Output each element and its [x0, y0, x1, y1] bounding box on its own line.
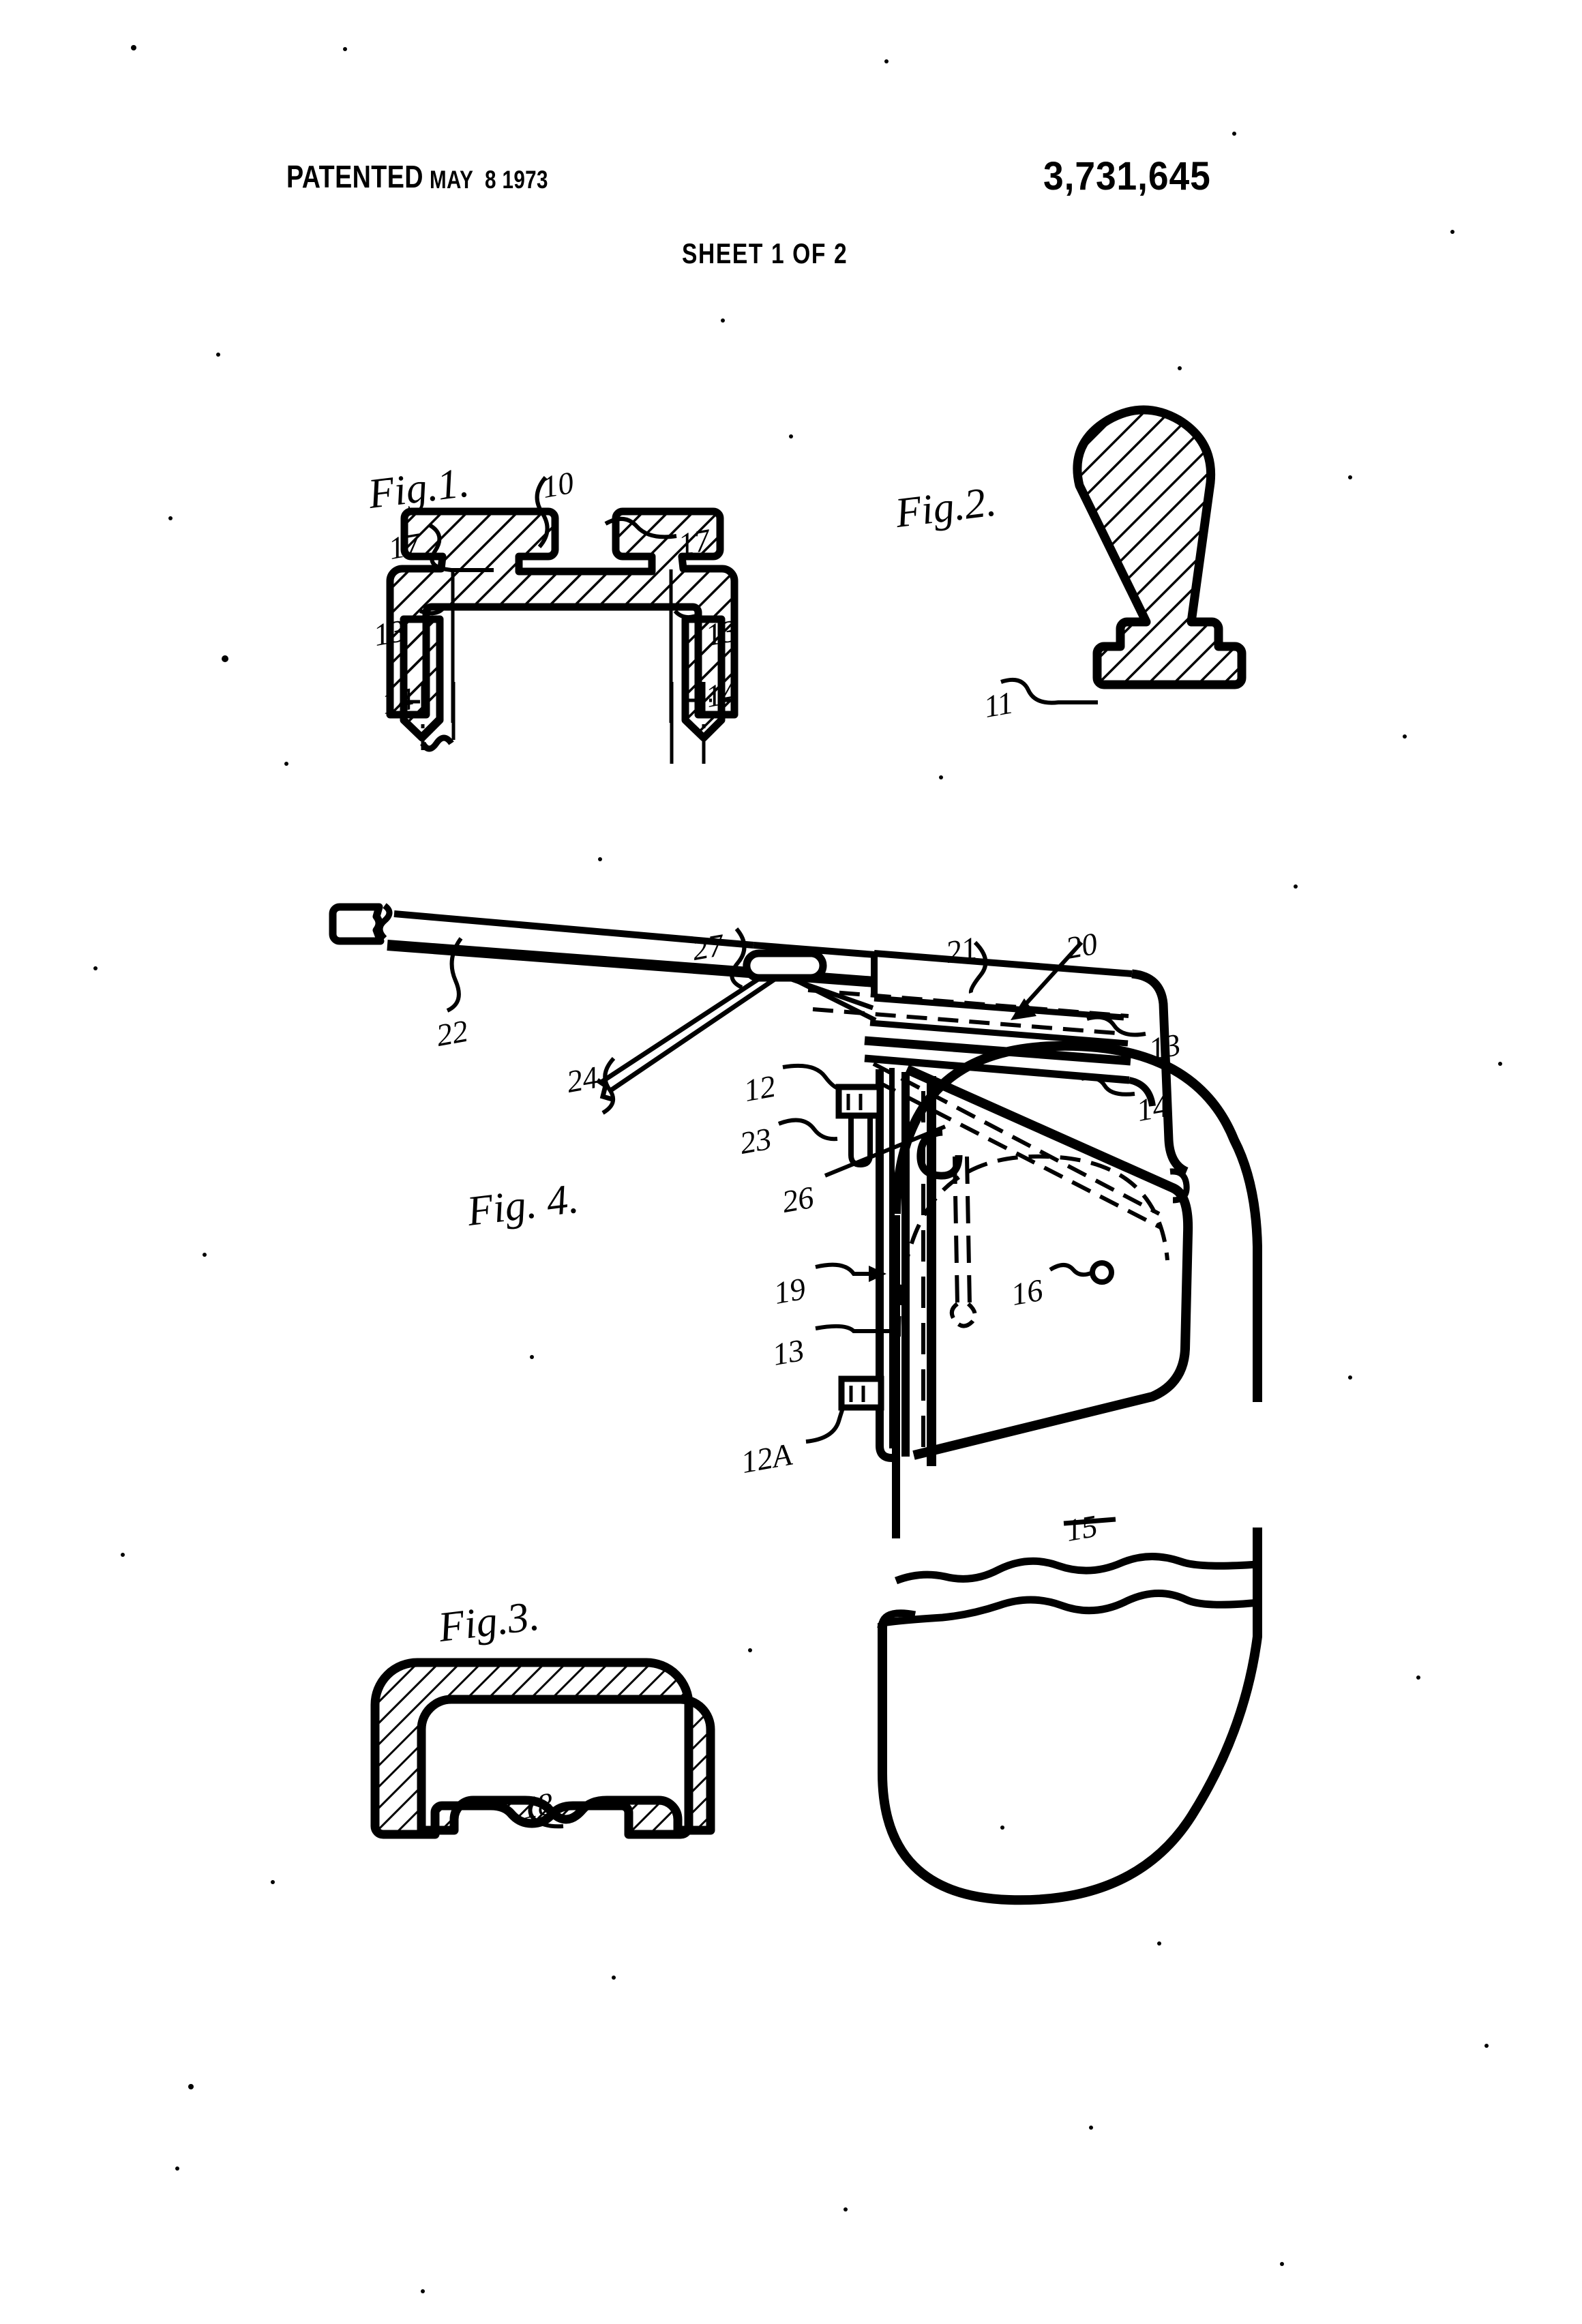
ref-numeral: 11 — [981, 685, 1016, 725]
fig1-leader-10 — [535, 476, 550, 548]
ref-numeral: 13 — [370, 612, 408, 653]
fig4-brace-rod-b — [608, 977, 776, 1093]
fig4-track-band-2 — [869, 1019, 1129, 1047]
fig4-break-line-upper — [895, 1553, 1258, 1585]
ref-numeral: 17 — [385, 526, 423, 567]
ref-numeral: 26 — [779, 1179, 817, 1220]
ref-numeral: 15 — [1062, 1508, 1101, 1549]
ref-numeral: 22 — [433, 1013, 471, 1054]
fig4-leader-22 — [446, 937, 463, 1013]
fig4-hook-stem-a — [953, 1156, 959, 1305]
fig4-arm-break — [376, 903, 393, 941]
figure-2-drawing — [1000, 405, 1247, 705]
patent-number: 3,731,645 — [1043, 154, 1211, 198]
ref-numeral: 10 — [539, 464, 577, 505]
ref-numeral: 20 — [1062, 925, 1101, 966]
ref-numeral: 16 — [1008, 1272, 1046, 1313]
fig4-arm-stub — [329, 903, 385, 945]
figure-3-drawing — [370, 1658, 715, 1839]
fig4-track-right-curve — [1131, 969, 1189, 1176]
fig4-hook-stem-b — [965, 1156, 972, 1305]
figure-4-drawing — [329, 903, 1262, 1905]
fig1-left-leg — [400, 615, 444, 742]
fig4-leader-12a — [805, 1403, 846, 1444]
ref-numeral: 14 — [378, 681, 417, 721]
ref-numeral: 27 — [689, 927, 727, 968]
patented-label: PATENTED — [286, 159, 423, 194]
fig1-right-leg — [681, 615, 726, 742]
patented-date: MAY 8 1973 — [430, 166, 548, 194]
ref-numeral: 14 — [702, 674, 741, 715]
fig4-body-15-lower — [878, 1528, 1262, 1905]
fig1-leader-13-left — [419, 606, 471, 616]
scan-speckle — [93, 45, 1502, 2293]
fig4-break-line-lower — [877, 1590, 1259, 1628]
fig4-arm-body — [393, 910, 754, 949]
fig4-leader-27 — [730, 927, 747, 989]
ref-numeral: 13 — [1146, 1026, 1184, 1067]
fig4-underline-15 — [1063, 1517, 1116, 1526]
fig4-leader-19-arrow — [869, 1266, 886, 1282]
fig4-leader-24 — [601, 1056, 616, 1115]
fig1-leader-17-right — [604, 517, 677, 539]
fig4-leader-20-arrow — [1011, 998, 1036, 1020]
fig4-leader-16 — [1049, 1263, 1094, 1277]
ref-numeral: 21 — [942, 929, 981, 970]
fig1-break-left — [420, 734, 454, 752]
ref-numeral: 12 — [741, 1068, 779, 1109]
fig4-leader-13-lower — [815, 1324, 899, 1333]
fig2-bumper-section — [1073, 405, 1247, 689]
fig4-hidden-line-d — [876, 1079, 1162, 1230]
fig4-body-15-upper — [891, 1041, 1262, 1402]
fig4-track-face — [874, 950, 1133, 977]
fig4-leader-12 — [782, 1063, 841, 1091]
ref-numeral: 17 — [675, 522, 713, 563]
fig1-section-body — [386, 507, 738, 719]
fig4-ref-dot-16 — [1090, 1260, 1114, 1285]
fig4-fastener-head-upper — [835, 1084, 883, 1119]
ref-numeral: 13 — [702, 612, 741, 653]
fig4-hidden-line-b — [812, 1007, 1126, 1036]
fig4-hidden-arc — [897, 1154, 1169, 1337]
fig4-hidden-line-a — [807, 988, 1129, 1018]
fig4-fastener-head-lower — [838, 1375, 884, 1411]
fig4-leader-14-track — [1081, 1075, 1135, 1097]
fig4-brace-rod-a — [599, 974, 764, 1085]
fig4-pivot-clamp — [743, 949, 827, 982]
fig4-track-band-1 — [874, 995, 1124, 1021]
ref-numeral: 24 — [563, 1059, 601, 1100]
fig4-panel-16 — [905, 1064, 1193, 1460]
ref-numeral: 19 — [771, 1270, 809, 1311]
fig4-bracket-plate — [876, 1069, 893, 1462]
fig4-hidden-line-c — [872, 1062, 1161, 1216]
fig4-brace-tip — [596, 1078, 613, 1102]
fig4-track-right-inner — [1128, 1077, 1156, 1107]
fig4-leader-13-track — [1086, 1015, 1146, 1037]
fig1-leader-17-left — [428, 523, 494, 572]
fig4-leader-21 — [968, 940, 988, 994]
ref-numeral: 13 — [769, 1332, 807, 1373]
fig3-tube-section — [370, 1658, 715, 1839]
fig4-leader-19 — [815, 1262, 874, 1276]
fig2-leader-11 — [1000, 678, 1098, 705]
fig4-hook-lower-eye — [949, 1302, 977, 1328]
ref-numeral: 23 — [736, 1120, 775, 1161]
fig1-leader-13-right — [673, 609, 702, 620]
sheet-label: SHEET 1 OF 2 — [682, 237, 848, 269]
ref-numeral: 18 — [518, 1785, 556, 1826]
ref-numeral: 14 — [1133, 1088, 1171, 1129]
fig4-leader-26 — [824, 1124, 946, 1178]
fig3-leader-18 — [528, 1796, 564, 1829]
figure-1-drawing — [386, 476, 738, 764]
fig4-leader-23 — [777, 1118, 838, 1142]
